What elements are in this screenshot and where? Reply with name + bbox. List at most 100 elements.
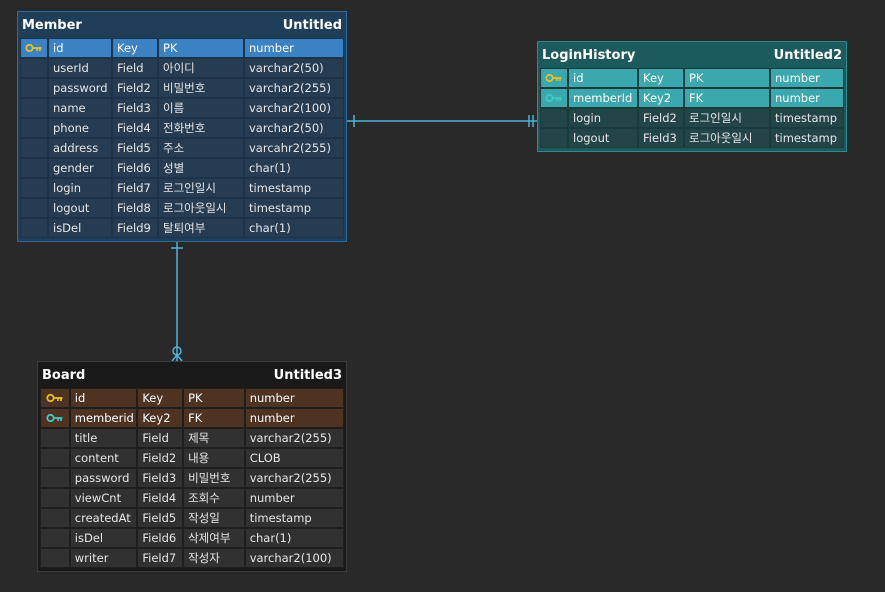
column-key: Field8 <box>112 198 158 218</box>
column-key: Field4 <box>137 488 184 508</box>
column-comment: 탈퇴여부 <box>158 218 244 238</box>
column-name: memberid <box>69 408 138 428</box>
column-name: createdAt <box>69 508 138 528</box>
column-name: content <box>69 448 138 468</box>
column-name: password <box>69 468 138 488</box>
column-icon-cell <box>540 128 568 148</box>
column-key: Field5 <box>112 138 158 158</box>
column-key: Field4 <box>112 118 158 138</box>
column-type: timestamp <box>770 108 844 128</box>
primary-key-icon <box>40 388 70 408</box>
column-comment: 내용 <box>183 448 245 468</box>
entity-table-name: Untitled <box>282 17 342 33</box>
column-comment: 조회수 <box>183 488 245 508</box>
column-comment: PK <box>684 68 770 88</box>
column-comment: 작성일 <box>183 508 245 528</box>
entity-header[interactable]: Board Untitled3 <box>38 362 346 388</box>
column-key: Field3 <box>638 128 684 148</box>
primary-key-icon <box>540 68 568 88</box>
column-name: name <box>48 98 112 118</box>
entity-header[interactable]: LoginHistory Untitled2 <box>538 42 846 68</box>
column-name: address <box>48 138 112 158</box>
column-key: Key <box>137 388 184 408</box>
column-key: Field9 <box>112 218 158 238</box>
column-key: Field3 <box>112 98 158 118</box>
column-type: varchar2(100) <box>244 548 344 568</box>
column-comment: 삭제여부 <box>183 528 245 548</box>
column-icon-cell <box>40 508 70 528</box>
column-icon-cell <box>20 158 48 178</box>
column-type: number <box>244 408 344 428</box>
column-key: Field2 <box>137 448 184 468</box>
column-key: Field2 <box>638 108 684 128</box>
column-comment: 작성자 <box>183 548 245 568</box>
foreign-key-icon <box>40 408 70 428</box>
column-icon-cell <box>20 118 48 138</box>
column-type: varcahr2(255) <box>244 138 344 158</box>
column-icon-cell <box>40 488 70 508</box>
column-comment: FK <box>684 88 770 108</box>
column-type: varchar2(50) <box>244 58 344 78</box>
column-icon-cell <box>20 58 48 78</box>
column-icon-cell <box>20 218 48 238</box>
column-type: timestamp <box>770 128 844 148</box>
column-name: isDel <box>69 528 138 548</box>
column-comment: 로그인일시 <box>684 108 770 128</box>
column-comment: 주소 <box>158 138 244 158</box>
column-type: number <box>244 388 344 408</box>
column-type: number <box>244 488 344 508</box>
column-icon-cell <box>40 548 70 568</box>
entity-table-name: Untitled2 <box>773 47 842 63</box>
column-icon-cell <box>40 448 70 468</box>
entity-name: Member <box>22 17 82 33</box>
entity-name: LoginHistory <box>542 47 636 63</box>
column-key: Key2 <box>137 408 184 428</box>
column-type: varchar2(50) <box>244 118 344 138</box>
column-key: Field5 <box>137 508 184 528</box>
column-name: login <box>48 178 112 198</box>
column-icon-cell <box>20 138 48 158</box>
primary-key-icon <box>20 38 48 58</box>
entity-header[interactable]: Member Untitled <box>18 12 346 38</box>
column-icon-cell <box>40 468 70 488</box>
column-name: isDel <box>48 218 112 238</box>
column-icon-cell <box>40 528 70 548</box>
column-icon-cell <box>20 78 48 98</box>
crowfoot-right <box>176 354 183 362</box>
entity-table-name: Untitled3 <box>273 367 342 383</box>
foreign-key-icon <box>540 88 568 108</box>
column-key: Field2 <box>112 78 158 98</box>
column-type: timestamp <box>244 198 344 218</box>
column-name: title <box>69 428 138 448</box>
column-name: gender <box>48 158 112 178</box>
